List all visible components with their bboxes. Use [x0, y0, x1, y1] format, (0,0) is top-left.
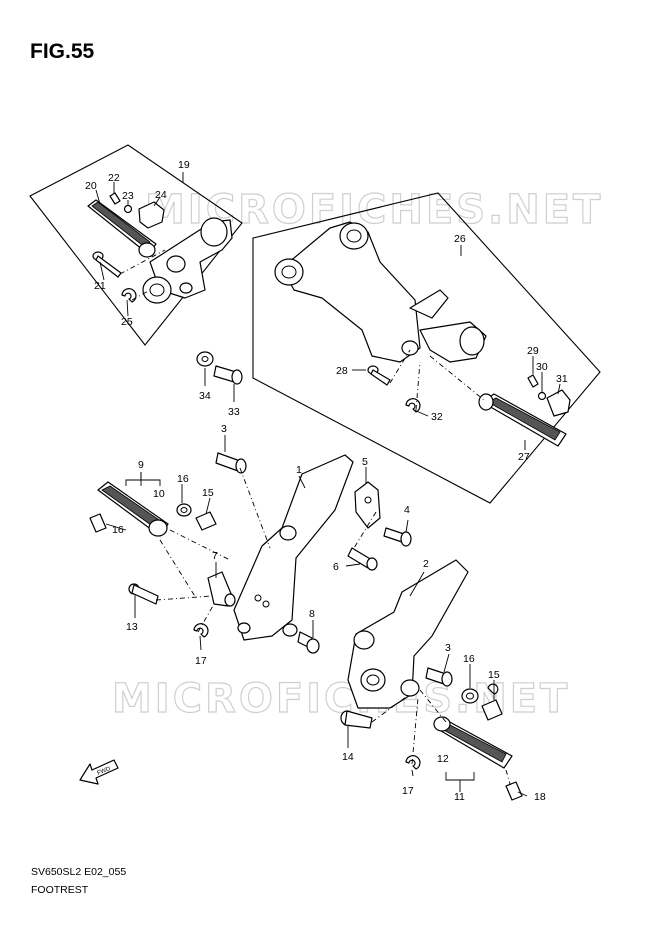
callout-13: 13	[126, 621, 138, 633]
callout-6: 6	[333, 561, 339, 573]
callout-21: 21	[94, 280, 106, 292]
bolt-4	[383, 527, 412, 547]
pin-13	[128, 583, 159, 605]
callout-33: 33	[228, 406, 240, 418]
callout-3-lower: 3	[445, 642, 451, 654]
callout-11: 11	[454, 791, 465, 803]
clip-25	[121, 288, 137, 303]
callout-17-right: 17	[402, 785, 414, 797]
bolt-3-lower	[425, 667, 453, 687]
leader-lines	[95, 172, 561, 797]
callout-20: 20	[85, 180, 97, 192]
callout-32: 32	[431, 411, 443, 423]
callout-3-upper: 3	[221, 423, 227, 435]
callout-16-left: 16	[112, 524, 124, 536]
callout-22: 22	[108, 172, 120, 184]
footrest-peg-20	[87, 199, 157, 258]
figure-code: SV650SL2 E02_055	[31, 866, 127, 878]
callout-8: 8	[309, 608, 315, 620]
callout-15-upper: 15	[202, 487, 214, 499]
clip-17-right	[405, 755, 421, 770]
footrest-bracket-1	[233, 454, 354, 641]
spring-16-lower	[487, 683, 499, 695]
footrest-peg-27	[478, 393, 567, 447]
rubber-16-left	[89, 513, 107, 533]
damper-15-upper	[195, 511, 217, 531]
clip-17-left	[193, 623, 209, 638]
footrest-peg-9	[97, 481, 169, 537]
figure-name: FOOTREST	[31, 884, 89, 896]
washer-34	[196, 351, 214, 367]
bracket-5	[354, 481, 381, 529]
callout-12: 12	[437, 753, 449, 765]
callout-25: 25	[121, 316, 133, 328]
rubber-18	[505, 781, 523, 801]
callout-17-left: 17	[195, 655, 207, 667]
assembly-box-19	[29, 144, 243, 346]
bolt-6	[347, 547, 378, 571]
callout-18: 18	[534, 791, 546, 803]
fwd-arrow-icon: FWD	[79, 759, 119, 785]
callout-19: 19	[178, 159, 190, 171]
plate-31	[546, 389, 571, 417]
callout-15-lower: 15	[488, 669, 500, 681]
footrest-bracket-26	[274, 221, 487, 363]
callout-16-lower: 16	[463, 653, 475, 665]
spring-22	[109, 192, 121, 205]
assembly-lines	[119, 249, 511, 785]
callout-5: 5	[362, 456, 368, 468]
callout-24: 24	[155, 189, 167, 201]
callout-23: 23	[122, 190, 134, 202]
footrest-bracket-2	[347, 559, 469, 709]
plate-24	[138, 201, 165, 229]
ball-30	[537, 391, 547, 401]
callout-26: 26	[454, 233, 466, 245]
assembly-box-26	[252, 192, 601, 504]
callout-34: 34	[199, 390, 211, 402]
ball-23	[123, 204, 133, 214]
rear-footrest-bracket-19	[142, 217, 233, 304]
callout-14: 14	[342, 751, 354, 763]
clip-32	[405, 398, 421, 413]
callout-29: 29	[527, 345, 539, 357]
callout-16-upper: 16	[177, 473, 189, 485]
pin-28	[367, 365, 391, 386]
callout-2: 2	[423, 558, 429, 570]
callout-7: 7	[212, 550, 218, 562]
pin-14	[340, 710, 373, 729]
bolt-3-upper	[215, 452, 247, 474]
callout-1: 1	[296, 464, 302, 476]
footrest-peg-11	[433, 716, 513, 769]
spring-29	[527, 374, 539, 388]
callout-10: 10	[153, 488, 165, 500]
pin-21	[92, 251, 122, 278]
callout-28: 28	[336, 365, 348, 377]
callout-30: 30	[536, 361, 548, 373]
svg-text:FWD: FWD	[97, 766, 113, 777]
callout-27: 27	[518, 451, 530, 463]
collar-16-lower	[461, 688, 479, 704]
bracket-7	[207, 571, 236, 607]
callout-labels: 19 20 22 23 24 21 25 26 28 29 30 31 32 2…	[85, 159, 568, 803]
callout-31: 31	[556, 373, 568, 385]
damper-15-lower	[481, 699, 503, 721]
figure-title: FIG.55	[30, 40, 95, 63]
callout-9: 9	[138, 459, 144, 471]
collar-16-upper	[176, 503, 192, 517]
callout-4: 4	[404, 504, 410, 516]
bolt-8	[297, 631, 320, 654]
bolt-33	[213, 365, 243, 385]
